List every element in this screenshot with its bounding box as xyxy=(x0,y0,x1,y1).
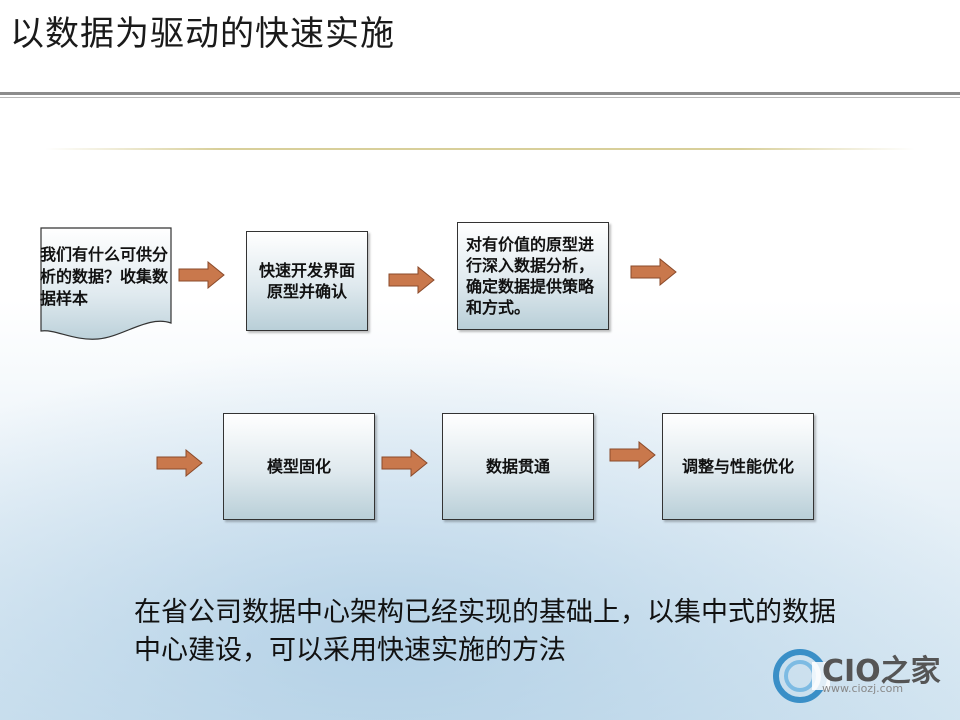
decorative-line xyxy=(45,148,915,150)
step-deep-analysis: 对有价值的原型进行深入数据分析，确定数据提供策略和方式。 xyxy=(457,222,609,330)
slide-title: 以数据为驱动的快速实施 xyxy=(10,14,395,54)
step-data-integration: 数据贯通 xyxy=(442,413,594,520)
step-model-solidify: 模型固化 xyxy=(223,413,375,520)
title-divider xyxy=(0,92,960,95)
arrow-right-icon xyxy=(178,261,225,289)
step-performance-tuning: 调整与性能优化 xyxy=(662,413,814,520)
logo-url-text: www.ciozj.com xyxy=(822,682,904,695)
cio-logo-icon xyxy=(773,649,830,703)
step-collect-data: 我们有什么可供分析的数据？收集数据样本 xyxy=(40,245,169,308)
logo-brand-text: CIO之家 xyxy=(822,654,941,689)
arrow-right-icon xyxy=(381,449,428,477)
arrow-right-icon xyxy=(630,258,677,286)
arrow-right-icon xyxy=(388,266,435,294)
arrow-right-icon xyxy=(609,441,656,469)
step-prototype: 快速开发界面原型并确认 xyxy=(246,231,368,331)
summary-text: 在省公司数据中心架构已经实现的基础上，以集中式的数据中心建设，可以采用快速实施的… xyxy=(134,597,836,666)
document-shape xyxy=(40,227,172,340)
title-divider-thin xyxy=(0,97,960,98)
arrow-right-icon xyxy=(156,449,203,477)
